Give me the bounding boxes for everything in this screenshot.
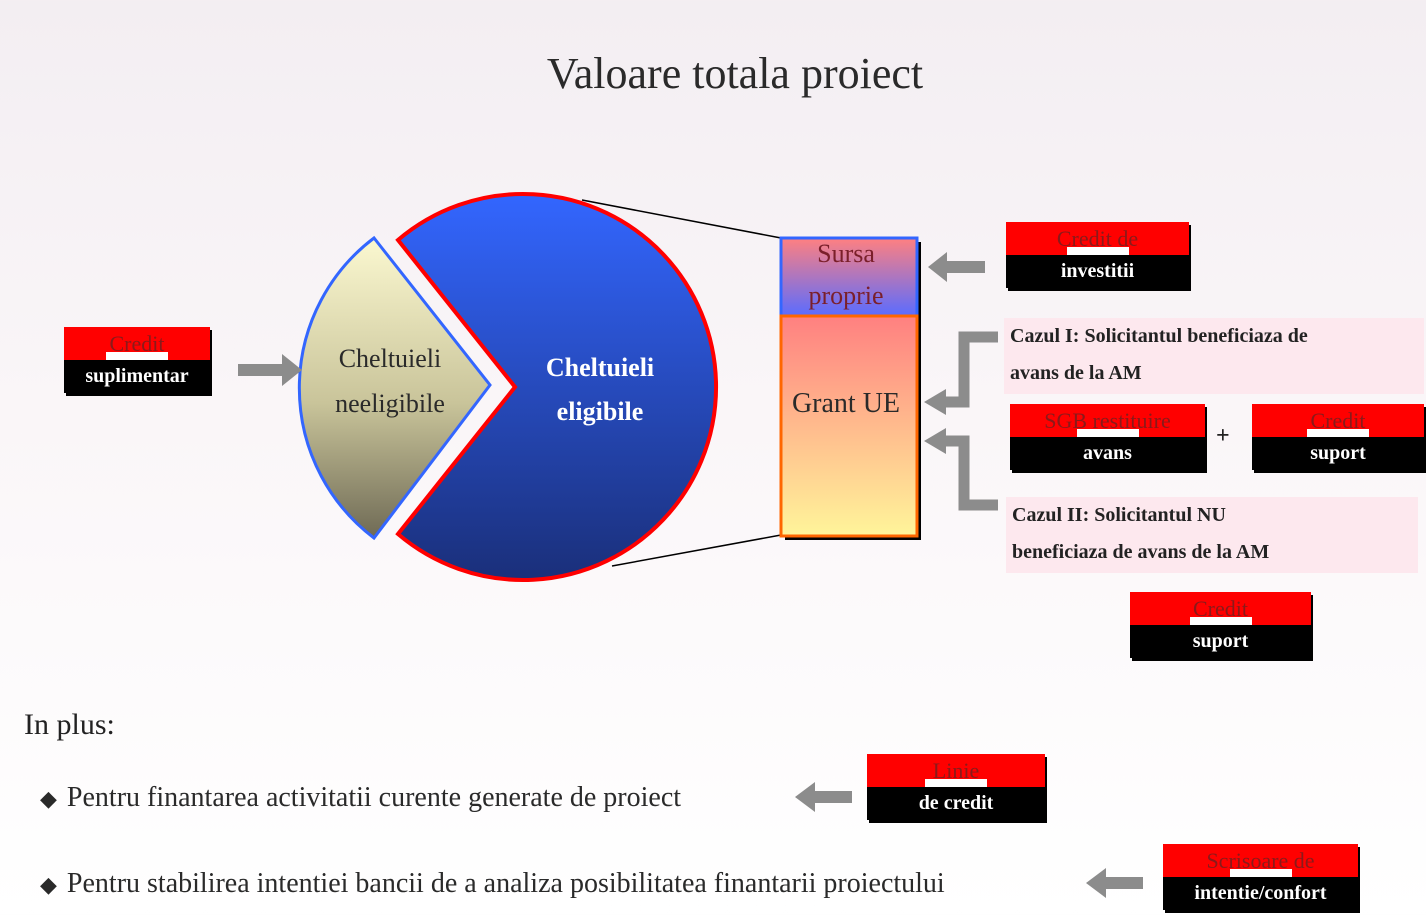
badge-bottom: avans — [1010, 437, 1205, 470]
pie-slice-eligible — [395, 192, 719, 582]
arrow-right-icon — [238, 354, 302, 386]
grant-ue-label: Grant UE — [792, 388, 900, 419]
arrow-left-icon — [1086, 868, 1143, 898]
bullet-item: ◆ Pentru finantarea activitatii curente g… — [40, 782, 681, 814]
case-2-description: Cazul II: Solicitantul NU beneficiaza de… — [1006, 497, 1418, 573]
ineligible-label-2: neeligibile — [335, 389, 445, 418]
in-plus-heading: In plus: — [24, 708, 115, 741]
plus-sign: + — [1216, 423, 1230, 449]
eligible-label-2: eligibile — [557, 397, 644, 426]
connector-line-top — [581, 199, 782, 239]
eligible-label-1: Cheltuieli — [546, 353, 654, 382]
badge-top: Credit — [1252, 404, 1424, 437]
elbow-arrow-case1-line — [944, 331, 998, 408]
badge-bottom: suport — [1130, 625, 1311, 658]
stack-sursa-proprie — [779, 236, 919, 318]
diamond-bullet-icon: ◆ — [40, 786, 57, 811]
case-1-description: Cazul I: Solicitantul beneficiaza de ava… — [1004, 318, 1424, 394]
diamond-bullet-icon: ◆ — [40, 872, 57, 897]
badge-top: Credit — [64, 327, 210, 360]
pie-slice-ineligible — [297, 235, 492, 541]
badge-top: SGB restituire — [1010, 404, 1205, 437]
badge-scrisoare-intentie: Scrisoare de intentie/confort — [1163, 844, 1358, 910]
badge-sgb-restituire-avans: SGB restituire avans — [1010, 404, 1205, 470]
badge-bottom: suport — [1252, 437, 1424, 470]
badge-credit-suport: Credit suport — [1252, 404, 1424, 470]
elbow-arrow-case1-head — [924, 389, 946, 415]
elbow-arrow-case2-head — [924, 428, 946, 454]
badge-linie-credit: Linie de credit — [867, 754, 1045, 820]
badge-credit-investitii: Credit de investitii — [1006, 222, 1189, 288]
badge-top: Linie — [867, 754, 1045, 787]
bullet-text: Pentru finantarea activitatii curente ge… — [66, 782, 682, 813]
case-2-line-2: beneficiaza de avans de la AM — [1012, 541, 1270, 563]
bullet-text: Pentru stabilirea intentiei bancii de a … — [66, 868, 945, 899]
arrow-left-icon — [928, 252, 985, 282]
stack-grant-ue — [779, 314, 919, 538]
badge-credit-suport: Credit suport — [1130, 592, 1311, 658]
badge-bottom: de credit — [867, 787, 1045, 820]
badge-top: Credit de — [1006, 222, 1189, 255]
badge-bottom: intentie/confort — [1163, 877, 1358, 910]
ineligible-label-1: Cheltuieli — [339, 344, 442, 373]
arrow-left-icon — [795, 782, 852, 812]
sursa-label-2: proprie — [808, 281, 883, 310]
badge-top: Scrisoare de — [1163, 844, 1358, 877]
badge-bottom: investitii — [1006, 255, 1189, 288]
elbow-arrow-case2-line — [944, 435, 998, 511]
case-1-line-2: avans de la AM — [1010, 362, 1142, 384]
connector-line-bottom — [611, 534, 782, 567]
badge-top: Credit — [1130, 592, 1311, 625]
case-1-line-1: Cazul I: Solicitantul beneficiaza de — [1010, 325, 1308, 347]
badge-credit-suplimentar: Credit suplimentar — [64, 327, 210, 393]
badge-bottom: suplimentar — [64, 360, 210, 393]
bullet-item: ◆ Pentru stabilirea intentiei bancii de a… — [40, 868, 945, 900]
case-2-line-1: Cazul II: Solicitantul NU — [1012, 504, 1226, 526]
sursa-label-1: Sursa — [817, 239, 875, 268]
page-title: Valoare totala proiect — [546, 49, 924, 98]
